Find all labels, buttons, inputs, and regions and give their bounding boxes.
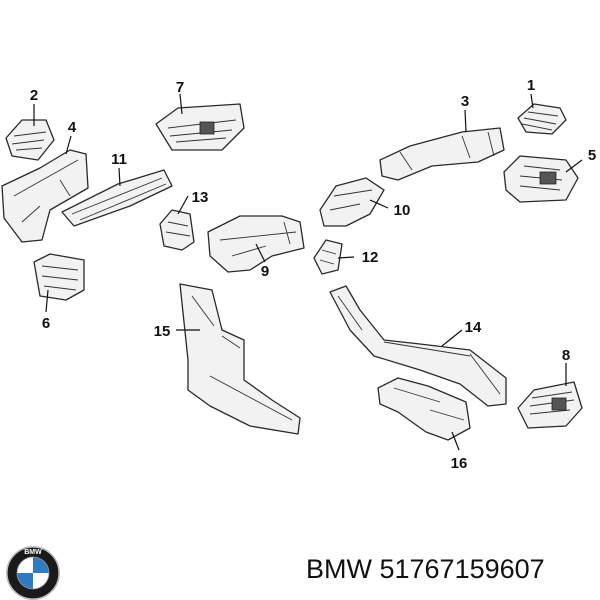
callout-16: 16 [451,455,468,472]
part-15-duct [179,283,301,435]
part-14-duct [329,285,507,407]
part-11-duct [61,169,173,227]
part-5-vent [503,155,579,203]
callout-12: 12 [362,249,379,266]
part-12-connector [313,239,343,275]
part-4-duct [1,149,89,243]
callout-7: 7 [176,79,184,96]
callout-4: 4 [68,119,77,136]
callout-8: 8 [562,347,570,364]
bmw-logo: BMW [6,546,60,600]
part-13-block [159,209,195,251]
bmw-logo-lettering: BMW [24,549,42,556]
callout-6: 6 [42,315,50,332]
callout-13: 13 [192,189,209,206]
callout-1: 1 [527,77,535,94]
callout-11: 11 [111,151,127,168]
callout-14: 14 [465,319,482,336]
callout-10: 10 [394,202,411,219]
callout-9: 9 [261,263,269,280]
part-2-grille [5,119,55,161]
part-3-duct [379,127,505,181]
part-1-vent [517,103,567,135]
callout-15: 15 [154,323,171,340]
callout-2: 2 [30,87,38,104]
part-number-caption: BMW 51767159607 [306,554,545,584]
callout-3: 3 [461,93,469,110]
callout-numbers: 1 2 3 4 5 6 7 8 9 10 11 12 13 14 15 16 [30,77,596,472]
part-6-vent [33,253,85,301]
leader-lines [33,93,583,451]
part-16-duct [377,377,471,441]
part-8-vent [517,381,583,429]
part-7-vent [155,103,245,151]
part-10-duct [319,177,385,227]
callout-5: 5 [588,147,596,164]
